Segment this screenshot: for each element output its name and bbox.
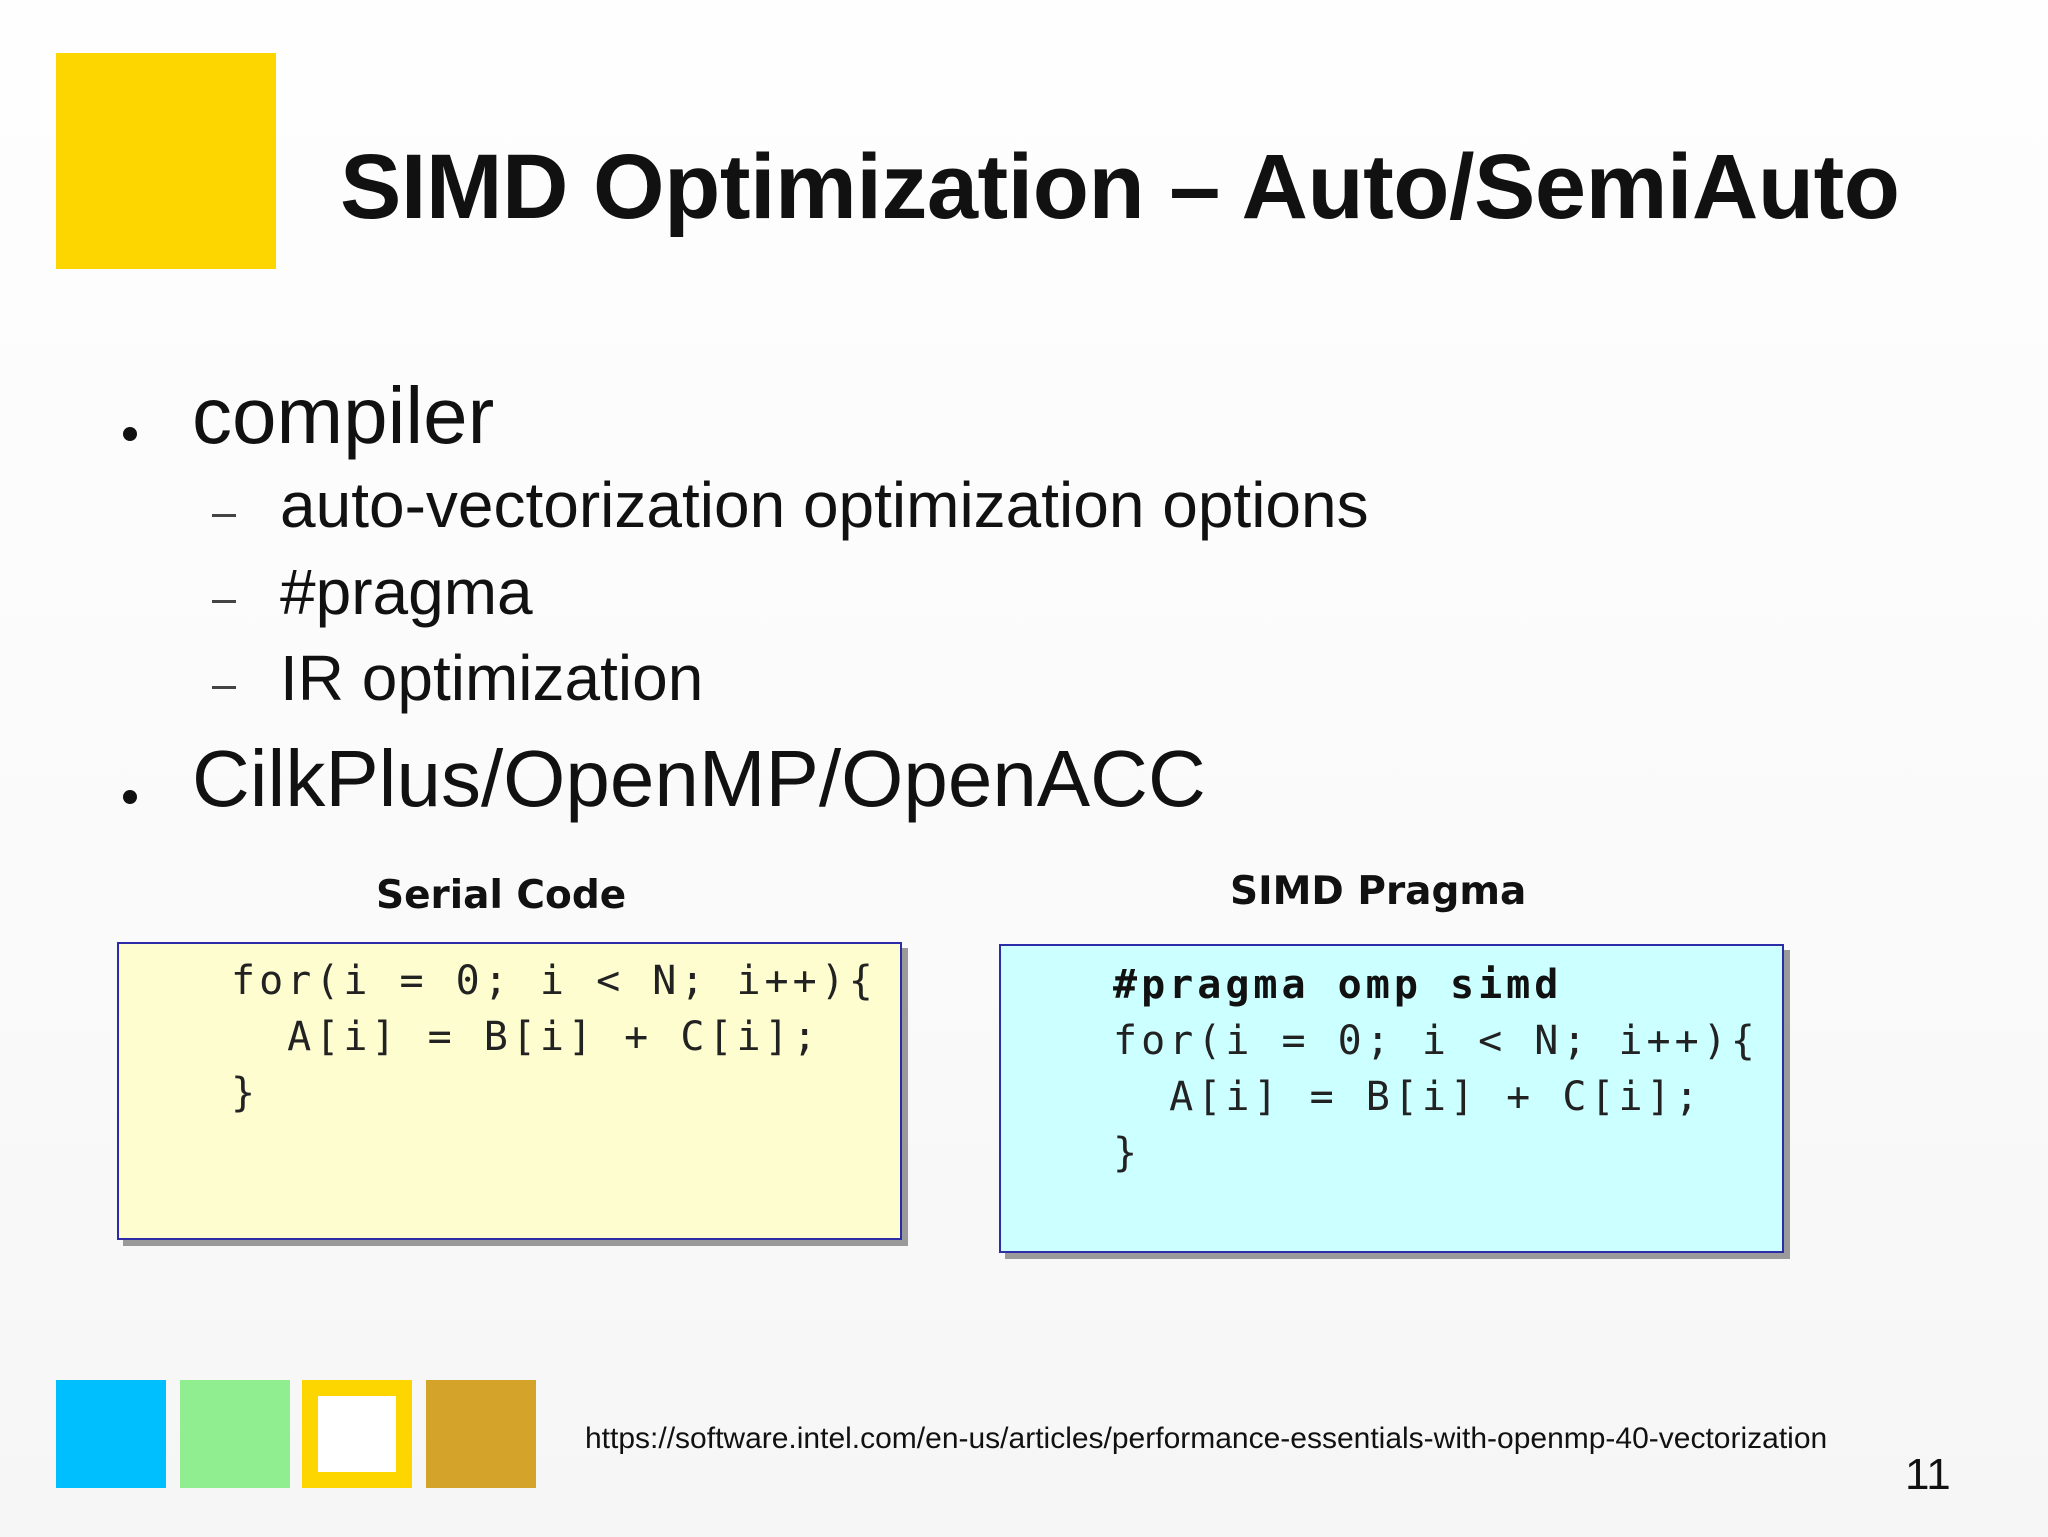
sub-bullet-pragma: #pragma: [280, 556, 533, 628]
simd-code-line-3: }: [1113, 1130, 1142, 1176]
gold-decoration-square: [426, 1380, 536, 1488]
simd-code-line-1: for(i = 0; i < N; i++){: [1113, 1018, 1759, 1064]
reference-url[interactable]: https://software.intel.com/en-us/article…: [585, 1422, 1828, 1455]
sub-bullet-dash: [212, 514, 236, 517]
page-number: 11: [1905, 1450, 1951, 1499]
sub-bullet-ir-optimization: IR optimization: [280, 642, 704, 714]
white-inner-square: [318, 1396, 396, 1472]
bullet-dot: [123, 427, 137, 441]
serial-code-line-1: for(i = 0; i < N; i++){: [231, 958, 877, 1004]
sub-bullet-auto-vectorization: auto-vectorization optimization options: [280, 469, 1369, 541]
serial-code-label: Serial Code: [376, 873, 627, 918]
bullet-cilkplus-openmp-openacc: CilkPlus/OpenMP/OpenACC: [192, 734, 1206, 823]
blue-decoration-square: [56, 1380, 166, 1488]
bullet-compiler: compiler: [192, 371, 495, 460]
sub-bullet-dash: [212, 686, 236, 689]
sub-bullet-dash: [212, 600, 236, 603]
yellow-decoration-square: [56, 53, 276, 269]
green-decoration-square: [180, 1380, 290, 1488]
bullet-dot: [123, 790, 137, 804]
serial-code-box: for(i = 0; i < N; i++){ A[i] = B[i] + C[…: [117, 942, 902, 1240]
serial-code-line-2: A[i] = B[i] + C[i];: [231, 1014, 821, 1060]
simd-code-pragma-line: #pragma omp simd: [1113, 962, 1563, 1008]
simd-pragma-label: SIMD Pragma: [1230, 869, 1527, 914]
serial-code-line-3: }: [231, 1070, 260, 1116]
simd-code-line-2: A[i] = B[i] + C[i];: [1113, 1074, 1703, 1120]
yellow-outline-decoration-square: [302, 1380, 412, 1488]
simd-code-box: #pragma omp simd for(i = 0; i < N; i++){…: [999, 944, 1784, 1253]
slide-title: SIMD Optimization – Auto/SemiAuto: [340, 136, 1900, 238]
